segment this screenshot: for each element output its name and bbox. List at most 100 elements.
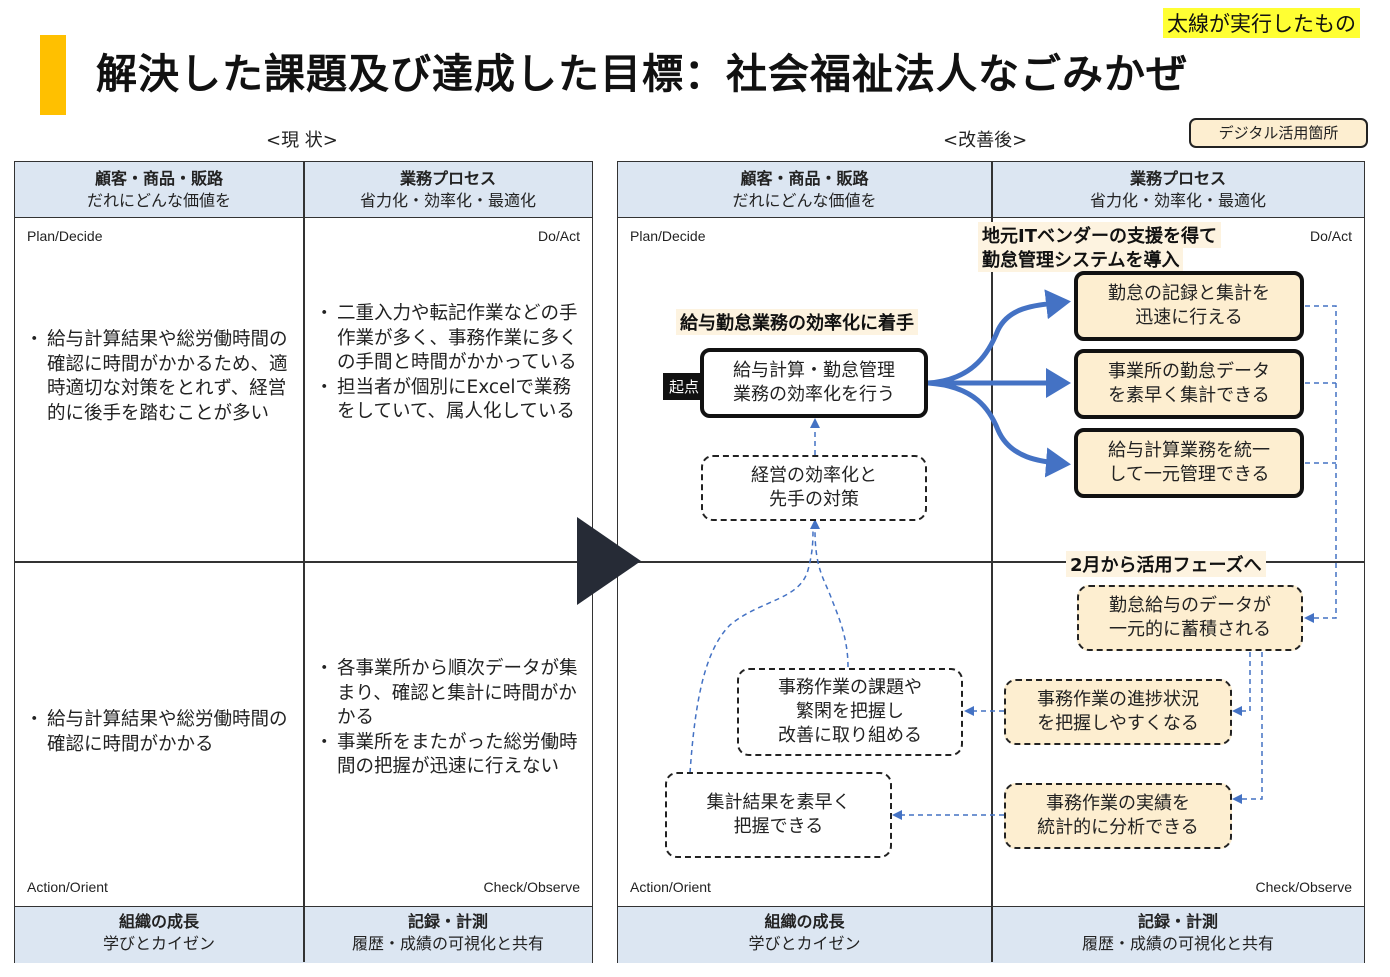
footer-title: 組織の成長: [764, 912, 845, 931]
node-do1: 勤怠の記録と集計を迅速に行える: [1074, 271, 1304, 341]
arrowhead: [1232, 794, 1242, 804]
node-line: 業務の効率化を行う: [733, 384, 895, 405]
divider: [991, 906, 993, 962]
arrowhead: [810, 519, 820, 529]
header-title: 業務プロセス: [1129, 169, 1226, 188]
arrowhead: [964, 706, 974, 716]
header-title: 顧客・商品・販路: [94, 169, 223, 188]
node-line: を把握しやすくなる: [1037, 713, 1199, 734]
node-line: 給与計算・勤怠管理: [733, 360, 895, 381]
after-footer-growth: 組織の成長 学びとカイゼン: [618, 905, 991, 955]
before-do-list: 二重入力や転記作業などの手作業が多く、事務作業に多くの手間と時間がかかっている …: [315, 302, 585, 425]
before-plan-list: 給与計算結果や総労働時間の確認に時間がかかるため、適時適切な対策をとれず、経営的…: [25, 328, 295, 426]
list-item: 各事業所から順次データが集まり、確認と集計に時間がかかる: [315, 657, 585, 731]
node-line: 勤怠の記録と集計を: [1108, 283, 1270, 304]
dash-check1-to-check3: [1240, 652, 1263, 800]
after-footer-record: 記録・計測 履歴・成績の可視化と共有: [992, 905, 1364, 955]
corner-check: Check/Observe: [1255, 879, 1352, 895]
before-footer-record: 記録・計測 履歴・成績の可視化と共有: [304, 905, 592, 955]
node-goal: 経営の効率化と先手の対策: [701, 455, 927, 521]
divider: [15, 561, 592, 563]
node-line: 改善に取り組める: [778, 725, 922, 746]
arrow-to-do3: [927, 380, 1071, 478]
footer-subtitle: 履歴・成績の可視化と共有: [351, 934, 544, 953]
list-item: 事業所をまたがった総労働時間の把握が迅速に行えない: [315, 731, 585, 780]
after-header-customer: 顧客・商品・販路 だれにどんな価値を: [618, 162, 991, 212]
divider: [303, 906, 305, 962]
arrowhead: [892, 810, 902, 820]
page-title: 解決した課題及び達成した目標：社会福祉法人なごみかぜ: [96, 50, 1188, 98]
list-item: 担当者が個別にExcelで業務をしていて、属人化している: [315, 376, 585, 425]
before-grid: 顧客・商品・販路 だれにどんな価値を 業務プロセス 省力化・効率化・最適化 Pl…: [14, 161, 593, 963]
node-line: 把握できる: [733, 816, 824, 837]
node-line: 経営の効率化と: [751, 465, 877, 486]
node-line: 事務作業の進捗状況: [1037, 689, 1199, 710]
before-check-list: 各事業所から順次データが集まり、確認と集計に時間がかかる 事業所をまたがった総労…: [315, 657, 585, 780]
transition-arrow-icon: [577, 517, 641, 605]
node-line: を素早く集計できる: [1108, 385, 1270, 406]
node-line: 給与計算業務を統一: [1108, 440, 1270, 461]
node-do2: 事業所の勤怠データを素早く集計できる: [1074, 349, 1304, 419]
node-line: 繁閑を把握し: [796, 701, 904, 722]
footer-title: 記録・計測: [407, 912, 488, 931]
before-header-customer: 顧客・商品・販路 だれにどんな価値を: [15, 162, 303, 212]
corner-plan: Plan/Decide: [27, 228, 103, 244]
node-line: して一元管理できる: [1108, 464, 1270, 485]
node-line: 統計的に分析できる: [1037, 817, 1199, 838]
footer-title: 記録・計測: [1137, 912, 1218, 931]
title-accent-bar: [40, 35, 66, 115]
corner-do: Do/Act: [1309, 228, 1352, 244]
node-line: 一元的に蓄積される: [1109, 619, 1271, 640]
corner-plan: Plan/Decide: [630, 228, 706, 244]
footer-title: 組織の成長: [118, 912, 199, 931]
footer-subtitle: 学びとカイゼン: [748, 934, 861, 953]
corner-action: Action/Orient: [630, 879, 711, 895]
node-start: 給与計算・勤怠管理業務の効率化を行う: [700, 348, 928, 418]
digital-usage-tag: デジタル活用箇所: [1189, 118, 1368, 148]
before-header-process: 業務プロセス 省力化・効率化・最適化: [304, 162, 592, 212]
dash-check1-to-check2: [1240, 652, 1251, 712]
node-line: 勤怠給与のデータが: [1109, 595, 1271, 616]
arrowhead: [1304, 613, 1314, 623]
node-line: 迅速に行える: [1135, 307, 1243, 328]
before-action-list: 給与計算結果や総労働時間の確認に時間がかかる: [25, 708, 295, 757]
node-line: 集計結果を素早く: [706, 792, 851, 813]
list-item: 二重入力や転記作業などの手作業が多く、事務作業に多くの手間と時間がかかっている: [315, 302, 585, 376]
after-grid: 顧客・商品・販路 だれにどんな価値を 業務プロセス 省力化・効率化・最適化 Pl…: [617, 161, 1365, 963]
corner-do: Do/Act: [537, 228, 580, 244]
node-line: 事業所の勤怠データ: [1108, 361, 1270, 382]
node-check1: 勤怠給与のデータが一元的に蓄積される: [1077, 585, 1303, 651]
header-title: 顧客・商品・販路: [740, 169, 869, 188]
after-label: <改善後>: [943, 130, 1028, 151]
node-do3: 給与計算業務を統一して一元管理できる: [1074, 428, 1304, 498]
node-line: 事務作業の実績を: [1045, 793, 1190, 814]
callout-plan: 給与勤怠業務の効率化に着手: [676, 309, 918, 335]
callout-do-line2: 勤怠管理システムを導入: [978, 246, 1184, 272]
header-subtitle: 省力化・効率化・最適化: [359, 191, 536, 210]
arrowhead: [810, 418, 820, 428]
header-subtitle: だれにどんな価値を: [86, 191, 231, 210]
dash-do1-out: [1305, 305, 1337, 619]
node-line: 先手の対策: [769, 489, 859, 510]
callout-do-line1: 地元ITベンダーの支援を得て: [978, 222, 1221, 248]
arrow-to-do1: [927, 289, 1071, 386]
dash-act1-to-goal: [814, 529, 849, 668]
header-title: 業務プロセス: [399, 169, 496, 188]
node-line: 事務作業の課題や: [778, 677, 922, 698]
footer-subtitle: 学びとカイゼン: [102, 934, 215, 953]
list-item: 給与計算結果や総労働時間の確認に時間がかかる: [25, 708, 295, 757]
footer-subtitle: 履歴・成績の可視化と共有: [1081, 934, 1274, 953]
callout-phase: 2月から活用フェーズへ: [1066, 551, 1266, 577]
node-check3: 事務作業の実績を統計的に分析できる: [1004, 783, 1232, 849]
legend-note: 太線が実行したもの: [1163, 8, 1360, 38]
start-tag: 起点: [663, 373, 706, 400]
before-label: <現 状>: [266, 130, 338, 151]
node-act2: 集計結果を素早く把握できる: [665, 772, 892, 858]
after-header-process: 業務プロセス 省力化・効率化・最適化: [992, 162, 1364, 212]
corner-check: Check/Observe: [483, 879, 580, 895]
divider: [618, 561, 1364, 563]
list-item: 給与計算結果や総労働時間の確認に時間がかかるため、適時適切な対策をとれず、経営的…: [25, 328, 295, 426]
node-check2: 事務作業の進捗状況を把握しやすくなる: [1004, 679, 1232, 745]
node-act1: 事務作業の課題や繁閑を把握し改善に取り組める: [737, 668, 963, 756]
